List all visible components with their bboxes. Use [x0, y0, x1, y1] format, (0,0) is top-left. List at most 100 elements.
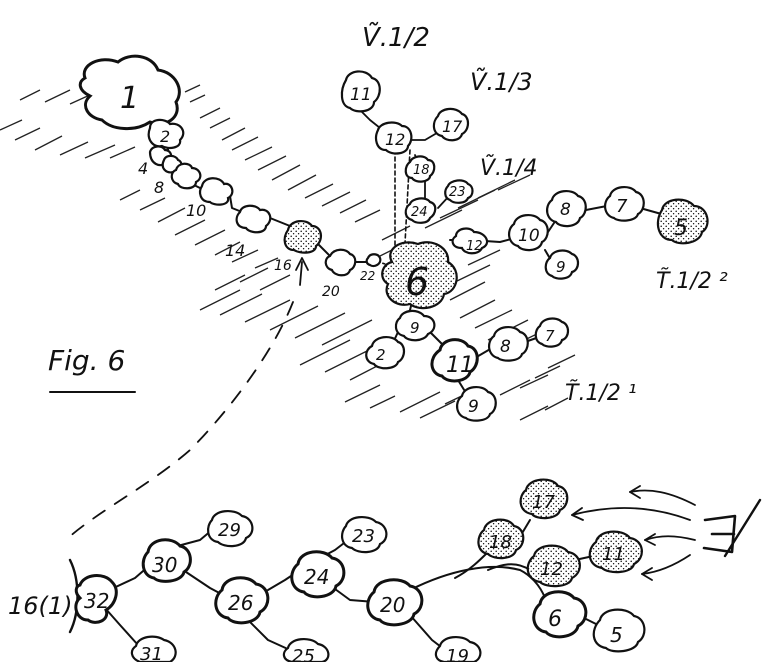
node-20: 20	[322, 248, 357, 300]
node-11-top: 11	[340, 70, 381, 113]
node-label: 20	[380, 593, 405, 617]
node-label: 31	[140, 644, 163, 662]
node-label: 10	[518, 226, 540, 246]
svg-text:16(1): 16(1)	[8, 592, 73, 620]
node-label: 14	[225, 241, 245, 260]
node-30: 30	[141, 538, 192, 583]
node-label: 7	[545, 327, 555, 345]
svg-text:Ṽ.1/4: Ṽ.1/4	[480, 154, 537, 181]
node-label: 8	[154, 178, 164, 197]
node-label: 17	[442, 117, 463, 136]
svg-text:Ṽ.1/2: Ṽ.1/2	[362, 21, 430, 53]
node-label: 5	[610, 623, 623, 647]
node-label: 19	[446, 646, 469, 662]
node-label: 9	[410, 319, 420, 337]
node-label: 32	[84, 589, 109, 613]
node-10: 10	[186, 177, 234, 220]
node-label: 12	[540, 559, 563, 580]
label-v-half-2: Ṽ.1/2	[362, 21, 430, 53]
node-7-lower: 7	[534, 317, 570, 348]
node-label: 23	[449, 185, 466, 200]
lower-root-label: 16(1)	[8, 592, 73, 620]
node-label: 6	[405, 260, 429, 304]
node-17-top: 17	[432, 107, 470, 142]
node-2-lower: 9	[394, 309, 436, 342]
node-label: 1	[120, 81, 139, 116]
node-label: 7	[616, 196, 628, 217]
hatching-band-upper	[0, 84, 381, 269]
special-marker-exists	[702, 498, 762, 558]
node-label: 24	[411, 205, 428, 220]
lower-tree-nodes: 32 31 30 29 26 25 24 23	[74, 478, 646, 662]
node-25: 25	[282, 638, 330, 662]
node-12-right: 12	[451, 227, 489, 255]
node-8-lower-big: 11	[430, 338, 479, 383]
node-19: 19	[434, 636, 482, 662]
label-t-half-2: T̃.1/2 ²	[656, 268, 728, 294]
node-18: 18	[477, 518, 525, 560]
svg-text:T̃.1/2 ¹: T̃.1/2 ¹	[565, 380, 637, 406]
node-24: 24	[290, 550, 346, 599]
node-label: 9	[556, 258, 566, 276]
label-v-half-3: Ṽ.1/3	[470, 66, 533, 96]
dashed-connector	[67, 301, 294, 539]
node-17: 17	[519, 478, 569, 520]
node-label: 5	[674, 216, 688, 241]
node-label: 22	[360, 269, 375, 283]
node-22: 22	[360, 253, 382, 283]
node-label: 2	[376, 346, 386, 364]
node-26: 26	[214, 576, 270, 625]
node-label: 26	[228, 591, 253, 615]
node-8-right: 8	[546, 190, 587, 228]
node-label: 23	[352, 526, 375, 547]
figure-caption: Fig. 6	[48, 344, 136, 393]
node-label: 11	[602, 544, 625, 565]
node-label: 9	[468, 397, 479, 417]
node-12-top: 12	[375, 121, 413, 155]
node-label: 4	[138, 159, 148, 178]
node-label: 25	[292, 646, 315, 662]
node-label: 18	[413, 163, 430, 178]
svg-text:Fig. 6: Fig. 6	[48, 344, 125, 377]
node-16: 16	[274, 220, 322, 274]
node-label: 24	[304, 565, 329, 589]
node-9-lower: 9	[456, 386, 497, 422]
node-23: 23	[340, 516, 388, 554]
node-label: 12	[385, 130, 405, 149]
node-label: 6	[548, 607, 562, 632]
node-label: 16	[274, 258, 292, 274]
node-label: 20	[322, 284, 340, 300]
node-7-right: 7	[604, 186, 645, 222]
node-31: 31	[130, 635, 177, 662]
node-14: 14	[225, 204, 272, 260]
node-5: 5	[592, 608, 646, 653]
node-label: 2	[160, 127, 170, 146]
node-8-lower: 8	[488, 326, 529, 362]
arrows-from-marker	[571, 485, 696, 581]
node-label: 30	[152, 553, 177, 577]
upper-tree-nodes: 1 2 4 8 10 14 16 20	[78, 54, 709, 422]
node-2: 2	[147, 118, 185, 150]
node-label: 11	[350, 85, 372, 105]
node-32: 32	[74, 574, 118, 624]
node-5-right: 5	[656, 198, 709, 245]
node-label: 17	[532, 492, 555, 513]
node-23-top: 23	[444, 179, 474, 204]
node-label: 12	[466, 239, 483, 254]
node-9-right: 9	[544, 249, 580, 280]
node-8: 8	[154, 162, 202, 197]
node-1: 1	[78, 54, 181, 130]
svg-text:T̃.1/2 ²: T̃.1/2 ²	[656, 268, 728, 294]
node-18-top: 18	[404, 155, 436, 183]
node-24-top: 24	[404, 197, 437, 224]
node-11: 11	[588, 530, 643, 574]
svg-text:Ṽ.1/3: Ṽ.1/3	[470, 66, 533, 96]
node-label: 8	[500, 337, 511, 357]
node-label: 18	[489, 532, 512, 553]
label-v-half-4: Ṽ.1/4	[480, 154, 537, 181]
node-20: 20	[366, 578, 424, 627]
node-label: 8	[560, 200, 571, 220]
node-label: 11	[446, 353, 474, 378]
node-6: 6	[532, 590, 588, 639]
